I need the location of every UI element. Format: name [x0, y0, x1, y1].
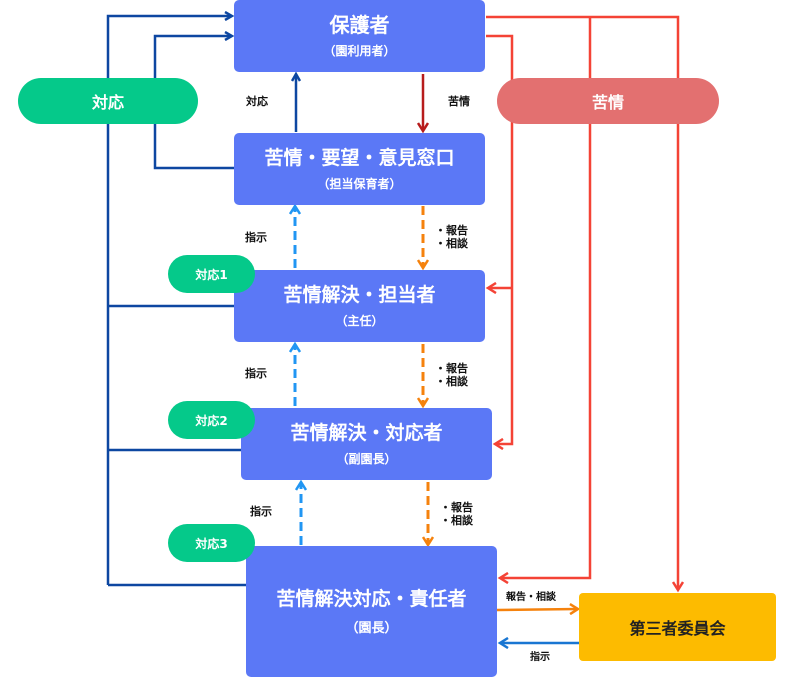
label-instruct-2: 指示 — [245, 367, 267, 380]
node-guardian-title: 保護者 — [329, 13, 390, 37]
report-to-third-arrow — [496, 609, 578, 610]
label-instruct-3: 指示 — [250, 505, 272, 518]
label-report-to-third: 報告・相談 — [506, 592, 556, 603]
response-line-main — [106, 16, 232, 585]
node-window-sub: （担当保育者） — [317, 177, 402, 191]
response-pill: 対応 — [18, 78, 198, 124]
node-handler-title: 苦情解決・担当者 — [283, 284, 436, 306]
label-report-1b: ・相談 — [435, 237, 468, 250]
response-pill-label: 対応 — [91, 93, 124, 112]
node-manager: 苦情解決対応・責任者 （園長） — [246, 546, 497, 677]
complaint-line-inner — [486, 34, 514, 444]
node-window: 苦情・要望・意見窓口 （担当保育者） — [234, 133, 485, 205]
label-report-3a: ・報告 — [440, 501, 473, 514]
label-response-up: 対応 — [246, 95, 268, 108]
response1-pill: 対応1 — [168, 255, 255, 293]
node-manager-title: 苦情解決対応・責任者 — [276, 587, 467, 610]
complaint-line-outer — [486, 15, 678, 590]
node-guardian-sub: （園利用者） — [323, 44, 396, 58]
label-complaint-down: 苦情 — [448, 95, 470, 108]
node-window-title: 苦情・要望・意見窓口 — [264, 147, 455, 169]
node-manager-sub: （園長） — [345, 620, 398, 636]
complaint-pill: 苦情 — [497, 78, 719, 124]
node-responder: 苦情解決・対応者 （副園長） — [241, 408, 492, 480]
node-handler-sub: （主任） — [335, 314, 384, 328]
response1-pill-label: 対応1 — [195, 267, 228, 282]
response3-pill-label: 対応3 — [195, 536, 228, 551]
node-guardian: 保護者 （園利用者） — [234, 0, 485, 72]
response2-pill-label: 対応2 — [195, 413, 228, 428]
complaint-line-manager — [500, 17, 592, 578]
label-report-2b: ・相談 — [435, 375, 468, 388]
response2-pill: 対応2 — [168, 401, 255, 439]
node-handler: 苦情解決・担当者 （主任） — [234, 270, 485, 342]
label-report-1a: ・報告 — [435, 224, 468, 237]
node-responder-sub: （副園長） — [336, 452, 397, 466]
complaint-pill-label: 苦情 — [591, 93, 624, 112]
label-report-3b: ・相談 — [440, 514, 473, 527]
label-report-2a: ・報告 — [435, 362, 468, 375]
node-third-party: 第三者委員会 — [579, 593, 776, 661]
node-third-party-title: 第三者委員会 — [629, 619, 726, 638]
label-instruct-1: 指示 — [245, 231, 267, 244]
node-responder-title: 苦情解決・対応者 — [290, 422, 443, 444]
label-instruct-from-third: 指示 — [530, 652, 550, 663]
response3-pill: 対応3 — [168, 524, 255, 562]
